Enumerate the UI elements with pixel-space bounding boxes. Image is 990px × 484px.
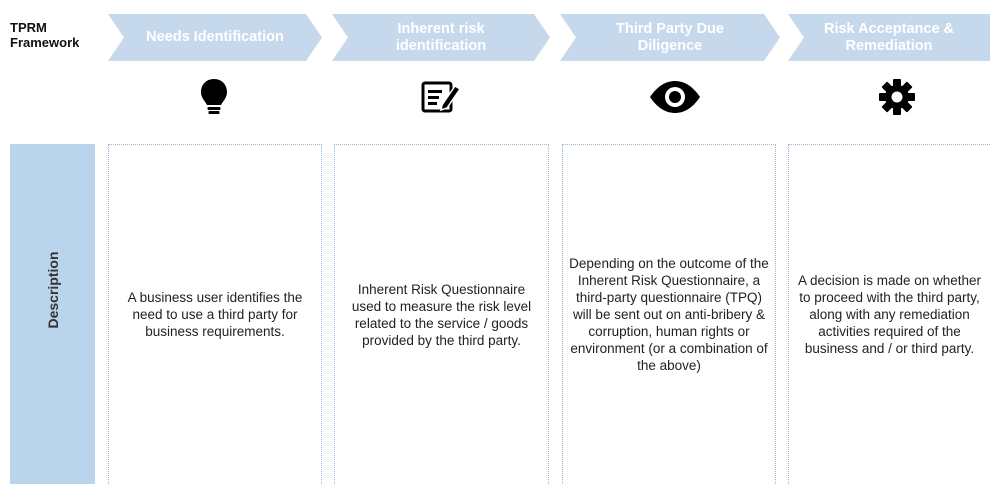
stage-title: Third Party Due Diligence (616, 20, 724, 54)
framework-label: TPRM Framework (10, 20, 80, 50)
description-box-inherent-risk: Inherent Risk Questionnaire used to meas… (334, 144, 549, 484)
stage-header-needs-identification: Needs Identification (108, 14, 322, 61)
description-text: A decision is made on whether to proceed… (797, 273, 982, 356)
stage-header-inherent-risk: Inherent risk identification (332, 14, 550, 61)
lightbulb-icon (184, 72, 244, 122)
gear-icon (867, 72, 927, 122)
description-text: Depending on the outcome of the Inherent… (569, 256, 769, 373)
description-box-due-diligence: Depending on the outcome of the Inherent… (562, 144, 776, 484)
description-box-needs-identification: A business user identifies the need to u… (108, 144, 322, 484)
description-text: Inherent Risk Questionnaire used to meas… (351, 281, 532, 348)
stage-title: Needs Identification (146, 29, 284, 45)
description-row-header (10, 144, 95, 484)
eye-icon (645, 72, 705, 122)
stage-title: Inherent risk identification (395, 20, 487, 54)
description-row-label: Description (45, 251, 61, 329)
stage-header-risk-acceptance: Risk Acceptance & Remediation (788, 14, 990, 61)
description-text: A business user identifies the need to u… (127, 290, 303, 339)
form-edit-icon (410, 72, 470, 122)
stage-title: Risk Acceptance & Remediation (823, 20, 955, 54)
description-box-risk-acceptance: A decision is made on whether to proceed… (788, 144, 990, 484)
stage-header-due-diligence: Third Party Due Diligence (560, 14, 780, 61)
